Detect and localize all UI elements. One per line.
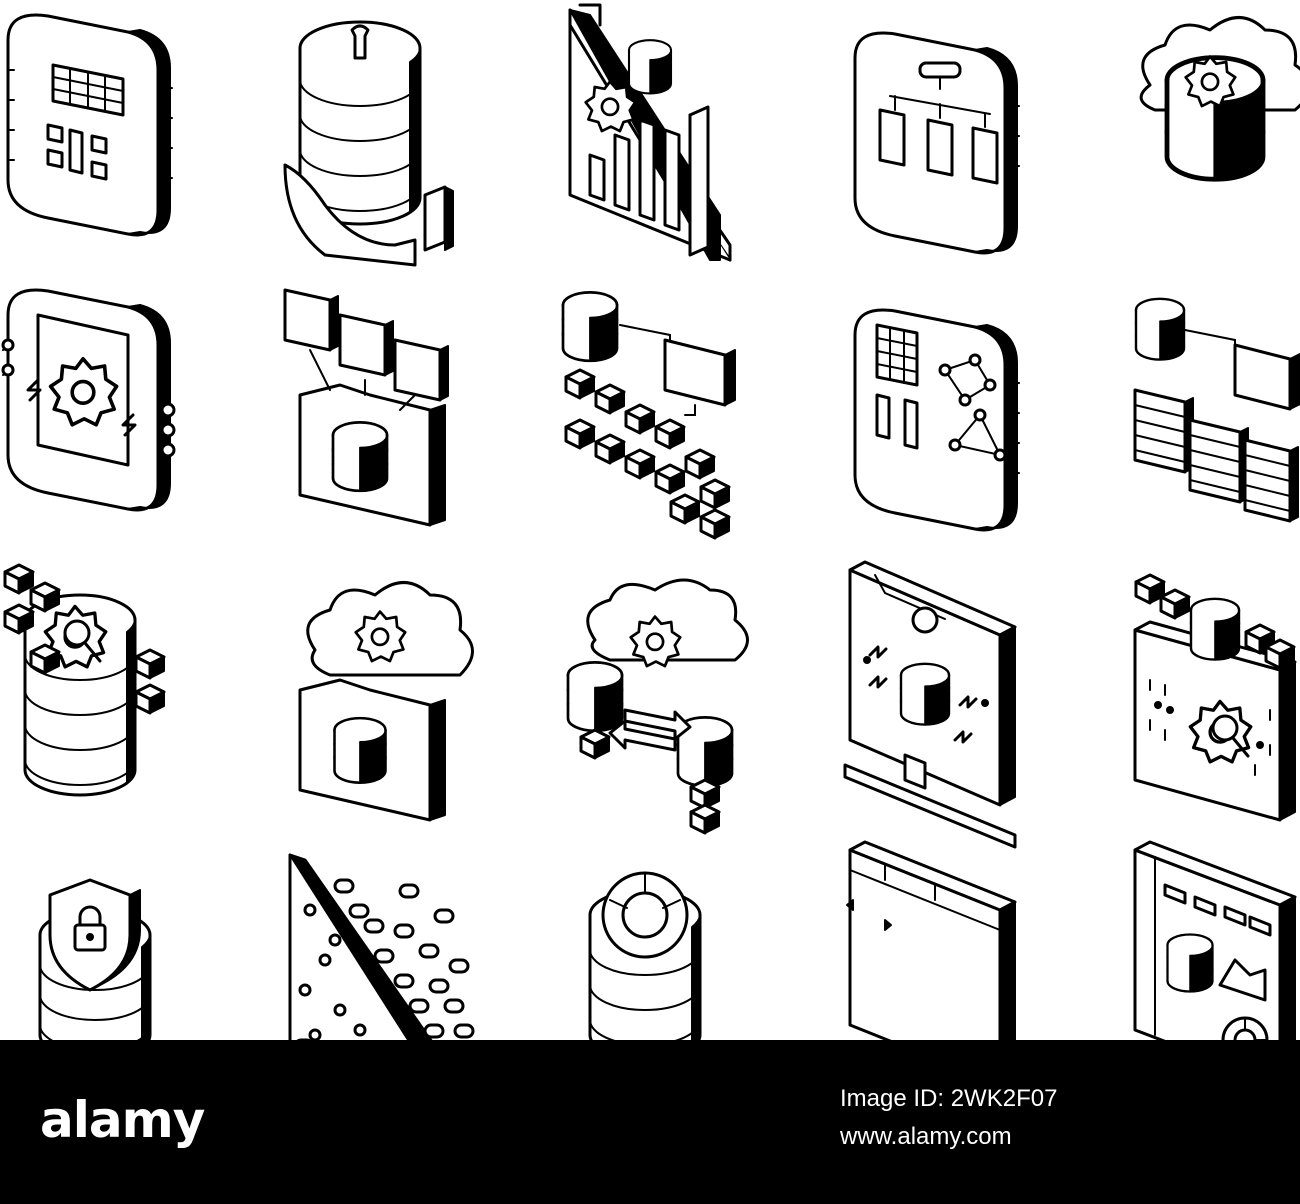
- database-pie-chart-icon: [588, 871, 702, 1040]
- server-cluster-monitor-icon: [1133, 297, 1300, 523]
- image-id-label: Image ID: 2WK2F07: [840, 1085, 1058, 1112]
- brand-logo[interactable]: alamy: [40, 1091, 205, 1149]
- folder-database-documents-icon: [283, 288, 449, 527]
- database-lock-shield-icon: [38, 878, 152, 1040]
- monitor-database-icon: [843, 560, 1017, 849]
- database-spreadsheet-icon: [6, 13, 173, 237]
- browser-window-icon: [846, 840, 1017, 1040]
- database-table-graph-icon: [853, 308, 1020, 532]
- site-link[interactable]: www.alamy.com: [840, 1123, 1012, 1151]
- icon-set-illustration: [1, 3, 1300, 1040]
- browser-database-dashboard-icon: [1133, 840, 1297, 1040]
- image-info: Image ID: 2WK2F07 www.alamy.com: [840, 1080, 1057, 1157]
- hand-database-wrench-icon: [283, 20, 454, 267]
- cloud-database-sync-icon: [566, 578, 749, 835]
- database-bar-chart-icon: [568, 3, 732, 262]
- browser-database-search-icon: [1133, 573, 1297, 822]
- database-gear-plugs-icon: [1, 288, 176, 512]
- stock-footer-bar: alamy Image ID: 2WK2F07 www.alamy.com: [0, 1040, 1300, 1204]
- database-search-gear-blocks-icon: [3, 563, 166, 797]
- folder-database-cloud-icon: [298, 581, 474, 822]
- database-network-monitor-icon: [561, 291, 736, 540]
- cloud-database-gear-icon: [1139, 16, 1300, 180]
- database-flowchart-icon: [853, 31, 1020, 255]
- scatter-plot-database-icon: [288, 853, 475, 1040]
